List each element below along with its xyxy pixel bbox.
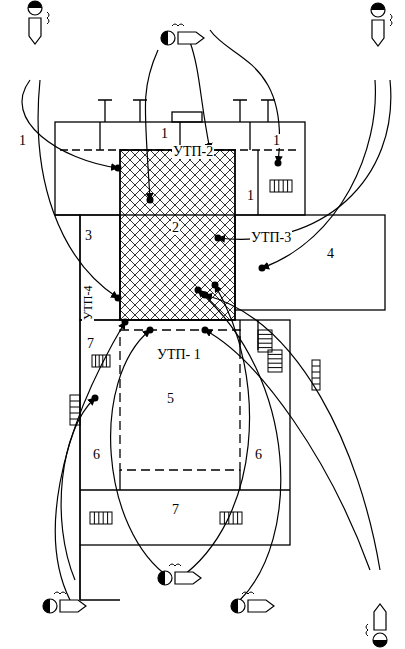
- route-arrow: [22, 80, 118, 168]
- callout-label: 1: [18, 134, 27, 148]
- crew-icon: [161, 24, 204, 45]
- entry-dot: [195, 287, 202, 294]
- entry-dot: [275, 160, 282, 167]
- entry-dot: [212, 282, 219, 289]
- callout-label: 1: [246, 189, 255, 203]
- entry-dot: [92, 395, 99, 402]
- callout-label: УТП-3: [250, 231, 292, 245]
- callout-label: 3: [84, 229, 93, 243]
- entry-dot: [115, 165, 122, 172]
- crew-icon: [371, 3, 392, 46]
- stair-symbol: [258, 330, 272, 352]
- route-arrow: [55, 322, 125, 600]
- entry-dot: [215, 235, 222, 242]
- callout-label: 5: [166, 392, 175, 406]
- callout-label: 1: [160, 127, 169, 141]
- route-arrow: [61, 398, 95, 580]
- callout-label: УТП-4: [82, 285, 94, 322]
- crew-icon: [366, 604, 387, 647]
- route-arrow: [38, 80, 118, 298]
- callout-label: УТП- 1: [156, 348, 202, 362]
- entry-dot: [202, 327, 209, 334]
- crew-icon: [158, 564, 201, 585]
- callout-label: 7: [171, 503, 180, 517]
- callout-label: 2: [171, 221, 180, 235]
- stair-symbol: [270, 180, 292, 192]
- entry-dot: [147, 327, 154, 334]
- route-arrow: [111, 330, 170, 578]
- callout-label: 1: [272, 134, 281, 148]
- route-arrow: [205, 330, 370, 570]
- route-arrow: [190, 42, 210, 150]
- crew-icon: [43, 592, 86, 613]
- callout-label: 7: [86, 337, 95, 351]
- stair-symbol: [90, 512, 112, 524]
- route-arrow: [218, 80, 391, 239]
- route-arrow: [198, 290, 281, 600]
- callout-label: 6: [92, 448, 101, 462]
- crew-icon: [231, 592, 274, 613]
- route-arrow: [145, 50, 158, 200]
- entry-dot: [259, 265, 266, 272]
- entry-dot: [122, 319, 129, 326]
- callout-label: 6: [254, 448, 263, 462]
- entry-dot: [147, 197, 154, 204]
- callout-label: 4: [326, 247, 335, 261]
- stair-symbol: [268, 350, 282, 372]
- entry-dot: [202, 292, 209, 299]
- entry-dot: [115, 295, 122, 302]
- callout-label: УТП-2: [172, 145, 214, 159]
- route-arrow: [205, 295, 380, 570]
- route-arrow: [210, 30, 280, 163]
- route-arrow: [180, 285, 250, 578]
- crew-icon: [28, 1, 49, 44]
